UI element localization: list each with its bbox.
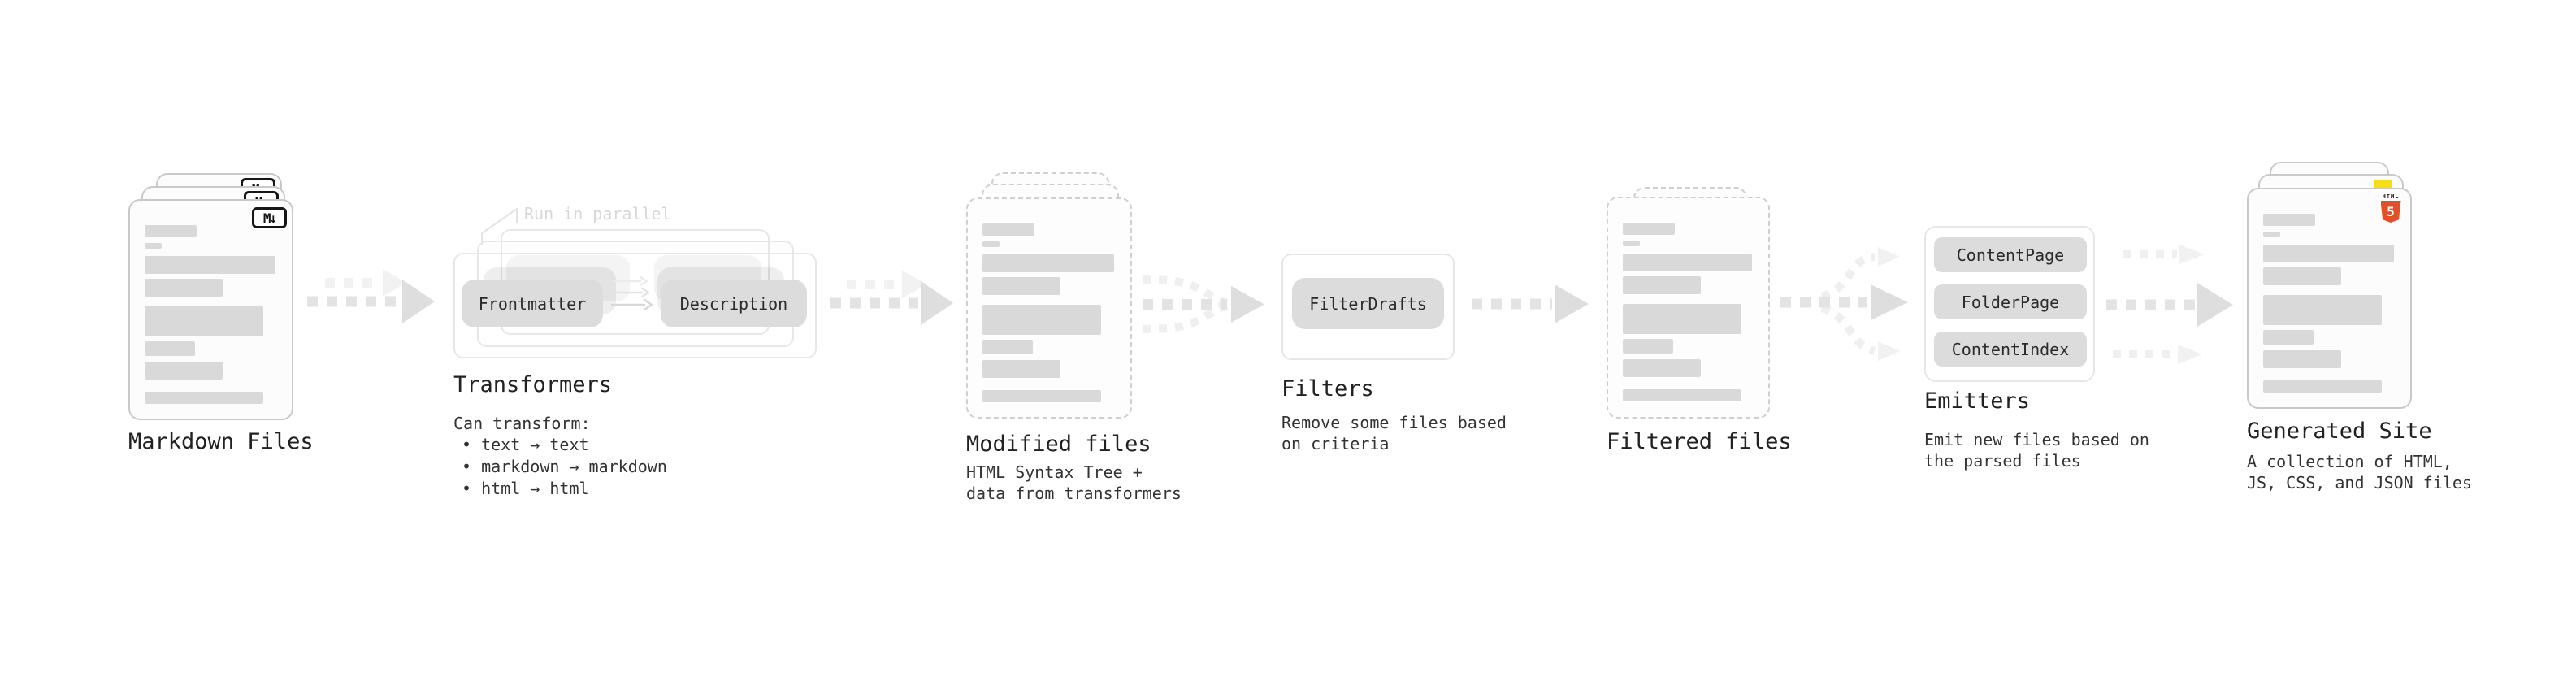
placeholder-bar xyxy=(2263,267,2341,285)
placeholder-bar xyxy=(145,256,275,274)
filters-description: Remove some files based on criteria xyxy=(1281,413,1507,453)
list-item: text → text xyxy=(453,434,667,456)
placeholder-bar xyxy=(982,277,1060,295)
doc-content-placeholder xyxy=(982,223,1114,402)
placeholder-bar xyxy=(145,243,162,249)
site-file-card-html: HTML 5 xyxy=(2247,188,2412,409)
placeholder-bar xyxy=(2263,330,2314,345)
placeholder-bar xyxy=(2263,295,2382,325)
placeholder-bar xyxy=(2263,245,2394,262)
node-contentindex: ContentIndex xyxy=(1934,332,2087,367)
modified-files-description: HTML Syntax Tree + data from transformer… xyxy=(966,462,1182,503)
filtered-files-label: Filtered files xyxy=(1607,429,1792,454)
node-filterdrafts: FilterDrafts xyxy=(1292,278,1444,329)
transformers-capabilities-list: text → text markdown → markdown html → h… xyxy=(453,434,667,500)
arrow-transformers-to-modified xyxy=(830,271,953,325)
placeholder-bar xyxy=(1623,276,1701,294)
placeholder-bar xyxy=(145,341,195,356)
placeholder-bar xyxy=(982,340,1033,354)
placeholder-bar xyxy=(2263,380,2382,393)
list-item: markdown → markdown xyxy=(453,456,667,478)
placeholder-bar xyxy=(1623,359,1701,377)
run-in-parallel-annotation: Run in parallel xyxy=(524,204,671,223)
placeholder-bar xyxy=(1623,241,1640,246)
transformers-label: Transformers xyxy=(453,372,613,397)
transformer-layer-front xyxy=(453,253,817,358)
emitters-description: Emit new files based on the parsed files xyxy=(1924,430,2149,471)
html5-numeral: 5 xyxy=(2387,204,2395,219)
arrow-emitters-to-site xyxy=(2106,245,2233,364)
markdown-icon: M↓ xyxy=(252,207,287,228)
emitters-label: Emitters xyxy=(1924,388,2031,414)
html5-icon: HTML 5 xyxy=(2379,193,2402,223)
node-contentpage: ContentPage xyxy=(1934,237,2087,272)
modified-files-label: Modified files xyxy=(966,432,1151,457)
placeholder-bar xyxy=(145,392,263,404)
filters-label: Filters xyxy=(1281,376,1374,401)
placeholder-bar xyxy=(145,362,223,380)
placeholder-bar xyxy=(2263,232,2280,237)
frontmatter-to-description-arrows xyxy=(610,275,653,311)
placeholder-bar xyxy=(2263,214,2315,226)
placeholder-bar xyxy=(1623,223,1675,235)
arrow-modified-to-filters xyxy=(1142,275,1264,333)
placeholder-bar xyxy=(145,225,197,237)
placeholder-bar xyxy=(982,223,1034,236)
placeholder-bar xyxy=(145,306,263,336)
placeholder-bar xyxy=(982,360,1060,378)
js-icon xyxy=(2374,180,2392,189)
placeholder-bar xyxy=(982,390,1101,402)
modified-file-card xyxy=(966,197,1132,419)
doc-content-placeholder xyxy=(1623,223,1752,401)
html5-wordmark: HTML xyxy=(2382,193,2400,200)
annotation-connector-line xyxy=(481,207,518,245)
placeholder-bar xyxy=(982,241,1000,247)
placeholder-bar xyxy=(1623,304,1741,334)
html5-shield: 5 xyxy=(2380,201,2401,223)
transformers-description-heading: Can transform: xyxy=(453,414,591,433)
node-description: Description xyxy=(661,280,807,327)
arrow-filters-to-filtered xyxy=(1472,284,1589,323)
placeholder-bar xyxy=(1623,339,1673,354)
placeholder-bar xyxy=(982,254,1114,272)
doc-content-placeholder xyxy=(2263,214,2394,393)
placeholder-bar xyxy=(1623,254,1752,271)
placeholder-bar xyxy=(145,279,223,297)
filtered-file-card xyxy=(1607,197,1770,419)
node-folderpage: FolderPage xyxy=(1934,284,2087,319)
generated-site-description: A collection of HTML, JS, CSS, and JSON … xyxy=(2247,452,2472,492)
markdown-file-card: M↓ xyxy=(128,199,293,420)
markdown-files-label: Markdown Files xyxy=(128,429,314,454)
node-frontmatter: Frontmatter xyxy=(462,280,603,327)
generated-site-label: Generated Site xyxy=(2247,419,2432,444)
placeholder-bar xyxy=(1623,389,1741,401)
list-item: html → html xyxy=(453,478,667,500)
placeholder-bar xyxy=(2263,350,2341,368)
doc-content-placeholder xyxy=(145,225,275,404)
placeholder-bar xyxy=(982,305,1101,335)
arrow-filtered-to-emitters xyxy=(1780,247,1908,361)
arrow-markdown-to-transformers xyxy=(307,269,435,323)
